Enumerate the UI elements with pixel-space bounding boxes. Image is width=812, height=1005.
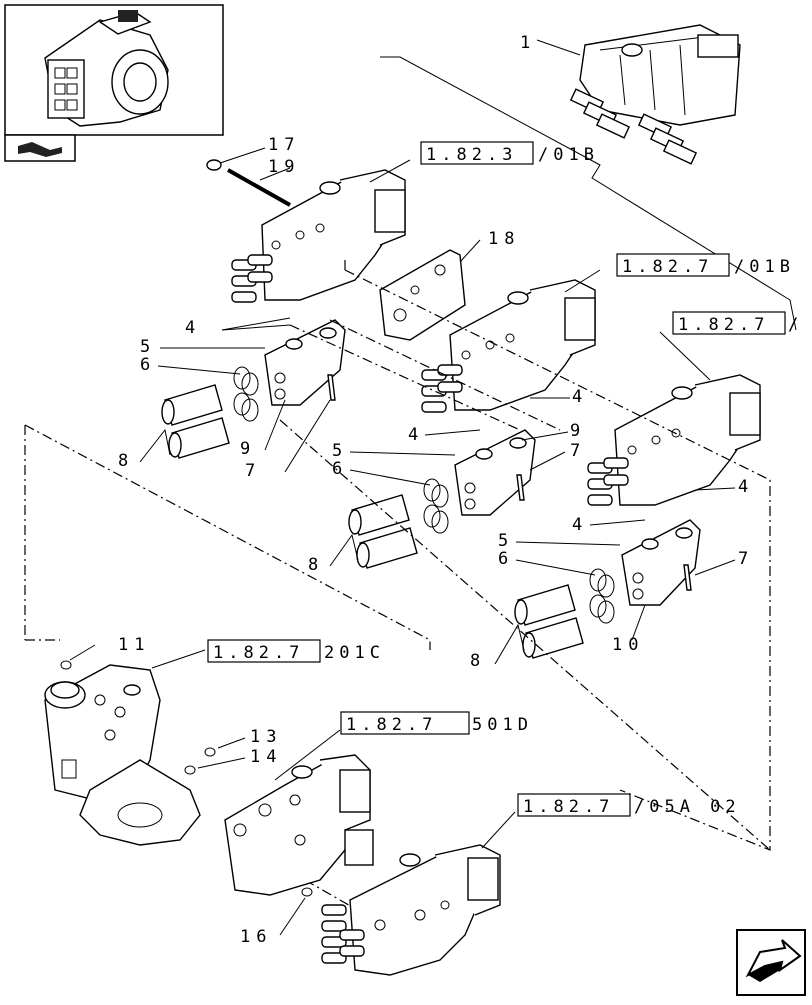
o-rings-a [233, 366, 259, 422]
callout-13: 13 [250, 727, 282, 747]
valve-section-c [587, 374, 761, 506]
next-page-arrow-icon[interactable] [736, 929, 806, 996]
valve-section-d [224, 754, 374, 896]
callout-8a: 8 [118, 451, 134, 471]
callout-7c: 7 [738, 549, 754, 569]
o-rings-b [423, 478, 449, 534]
inlet-cover [44, 664, 201, 846]
callout-7b: 7 [570, 441, 586, 461]
ref-box-3[interactable] [672, 311, 786, 335]
ref-6-box-text: 1.82.7 [523, 797, 614, 817]
tractor-transmission-thumbnail [44, 10, 169, 127]
ref-1-tail: /01B [538, 145, 599, 165]
callout-17: 17 [268, 135, 300, 155]
ref-5-box-text: 1.82.7 [346, 715, 437, 735]
callout-6a: 6 [140, 355, 156, 375]
cover-plate-10 [621, 519, 701, 606]
o-rings-c [589, 568, 615, 624]
callout-9b: 9 [570, 421, 586, 441]
ref-box-2[interactable] [616, 253, 730, 277]
valve-section-b [421, 279, 596, 413]
ref-box-6[interactable] [517, 793, 631, 817]
callout-5b: 5 [332, 441, 348, 461]
valve-section-a [231, 169, 406, 303]
gasket-18 [379, 249, 466, 341]
callout-4c: 4 [408, 425, 424, 445]
ref-1-box-text: 1.82.3 [426, 145, 517, 165]
cover-plate-b [454, 429, 536, 516]
ref-3-box-text: 1.82.7 [678, 315, 769, 335]
callout-4a: 4 [185, 318, 201, 338]
callout-6c: 6 [498, 549, 514, 569]
assembly-outline [24, 260, 771, 851]
callout-16: 16 [240, 927, 272, 947]
seals-13-14 [184, 747, 216, 775]
catalog-book-icon[interactable] [18, 142, 62, 157]
callout-8b: 8 [308, 555, 324, 575]
cover-plate-a [264, 319, 346, 406]
callout-18: 18 [488, 229, 520, 249]
callout-1: 1 [520, 33, 536, 53]
couplers-8c [514, 584, 584, 659]
ref-6-tail: /05A 02 [634, 797, 741, 817]
valve-section-e [321, 844, 501, 976]
callout-6b: 6 [332, 459, 348, 479]
callout-10: 10 [612, 635, 644, 655]
ref-box-1[interactable] [420, 141, 534, 165]
callout-19: 19 [268, 157, 300, 177]
ref-box-4[interactable] [207, 639, 321, 663]
bolt-19 [206, 159, 291, 207]
ref-3-tail: / [788, 315, 803, 335]
ref-5-tail: 501D [472, 715, 533, 735]
ref-2-tail: /01B [734, 257, 795, 277]
callout-5a: 5 [140, 337, 156, 357]
couplers-8b [348, 494, 418, 569]
seal-11 [60, 660, 72, 670]
callout-11: 11 [118, 635, 150, 655]
ref-4-box-text: 1.82.7 [213, 643, 304, 663]
seal-16 [301, 887, 313, 897]
couplers-8a [161, 384, 230, 459]
callout-5c: 5 [498, 531, 514, 551]
callout-4e: 4 [572, 515, 588, 535]
callout-4d: 4 [738, 477, 754, 497]
callout-4b: 4 [572, 387, 588, 407]
ref-box-5[interactable] [340, 711, 470, 735]
callout-9a: 9 [240, 439, 256, 459]
ref-4-tail: 201C [324, 643, 385, 663]
ref-2-box-text: 1.82.7 [622, 257, 713, 277]
valve-assembly-1 [569, 24, 741, 165]
callout-8c: 8 [470, 651, 486, 671]
callout-7a: 7 [245, 461, 261, 481]
callout-14: 14 [250, 747, 282, 767]
valve-1-couplers [569, 88, 698, 165]
